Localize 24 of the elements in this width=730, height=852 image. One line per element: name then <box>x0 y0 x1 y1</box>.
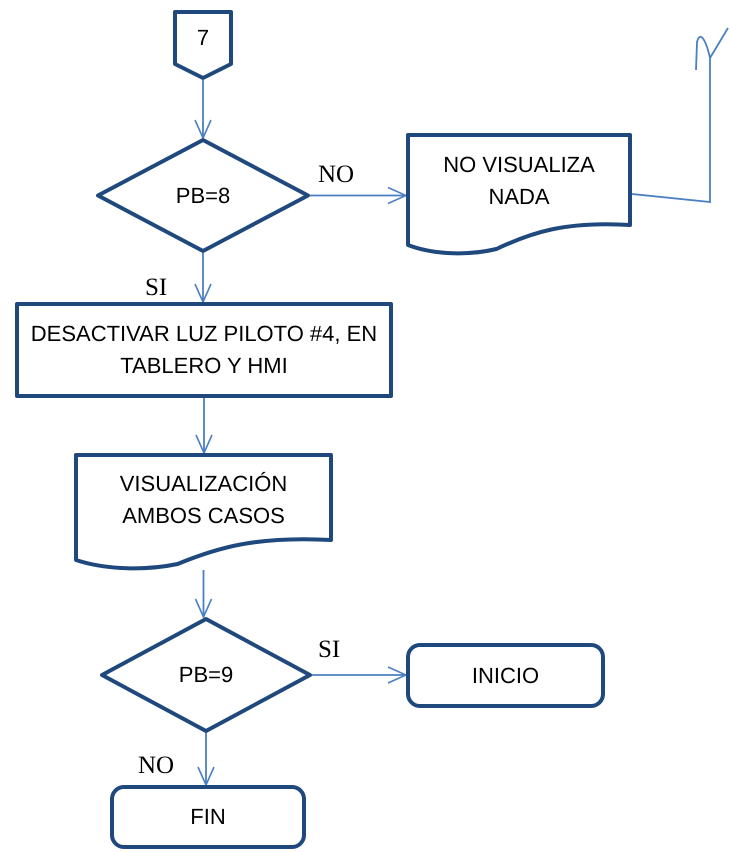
node-label: DESACTIVAR LUZ PILOTO #4, EN TABLERO Y HMI <box>30 320 378 380</box>
node-label: 7 <box>196 24 210 52</box>
node-label: NO VISUALIZA NADA <box>442 151 596 211</box>
node-label: VISUALIZACIÓN AMBOS CASOS <box>118 470 288 530</box>
process-box <box>15 302 393 398</box>
arrow <box>631 27 729 203</box>
node-label: PB=9 <box>178 661 234 690</box>
offpage-connector <box>173 10 233 80</box>
node-label: PB=8 <box>176 182 230 210</box>
terminal-box <box>406 643 605 708</box>
node-label: FIN <box>190 803 226 832</box>
node-label: INICIO <box>472 662 540 690</box>
arrow <box>194 570 212 618</box>
arrow <box>310 186 407 204</box>
arrow <box>197 733 215 786</box>
document-shape <box>74 453 333 570</box>
arrow <box>312 666 407 684</box>
document-shape <box>406 133 632 255</box>
arrow <box>194 253 212 303</box>
arrow <box>194 80 212 139</box>
decision-diamond <box>96 138 310 253</box>
arrow <box>195 398 213 454</box>
decision-diamond <box>100 617 312 733</box>
terminal-box <box>110 785 306 849</box>
